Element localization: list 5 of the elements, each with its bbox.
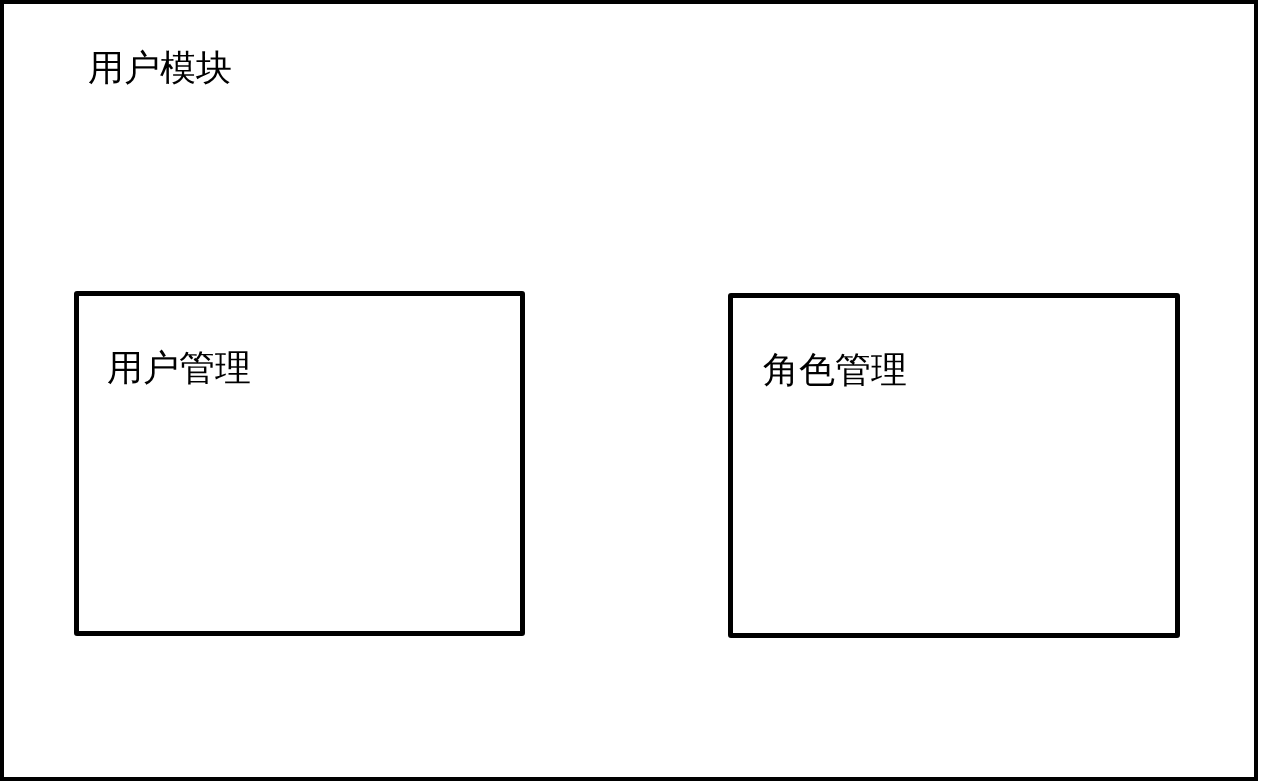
box-label: 用户管理 (107, 350, 251, 386)
box-label: 角色管理 (763, 352, 907, 388)
module-box (728, 293, 1180, 638)
module-box (74, 291, 525, 636)
box-label: 用户模块 (88, 50, 232, 86)
